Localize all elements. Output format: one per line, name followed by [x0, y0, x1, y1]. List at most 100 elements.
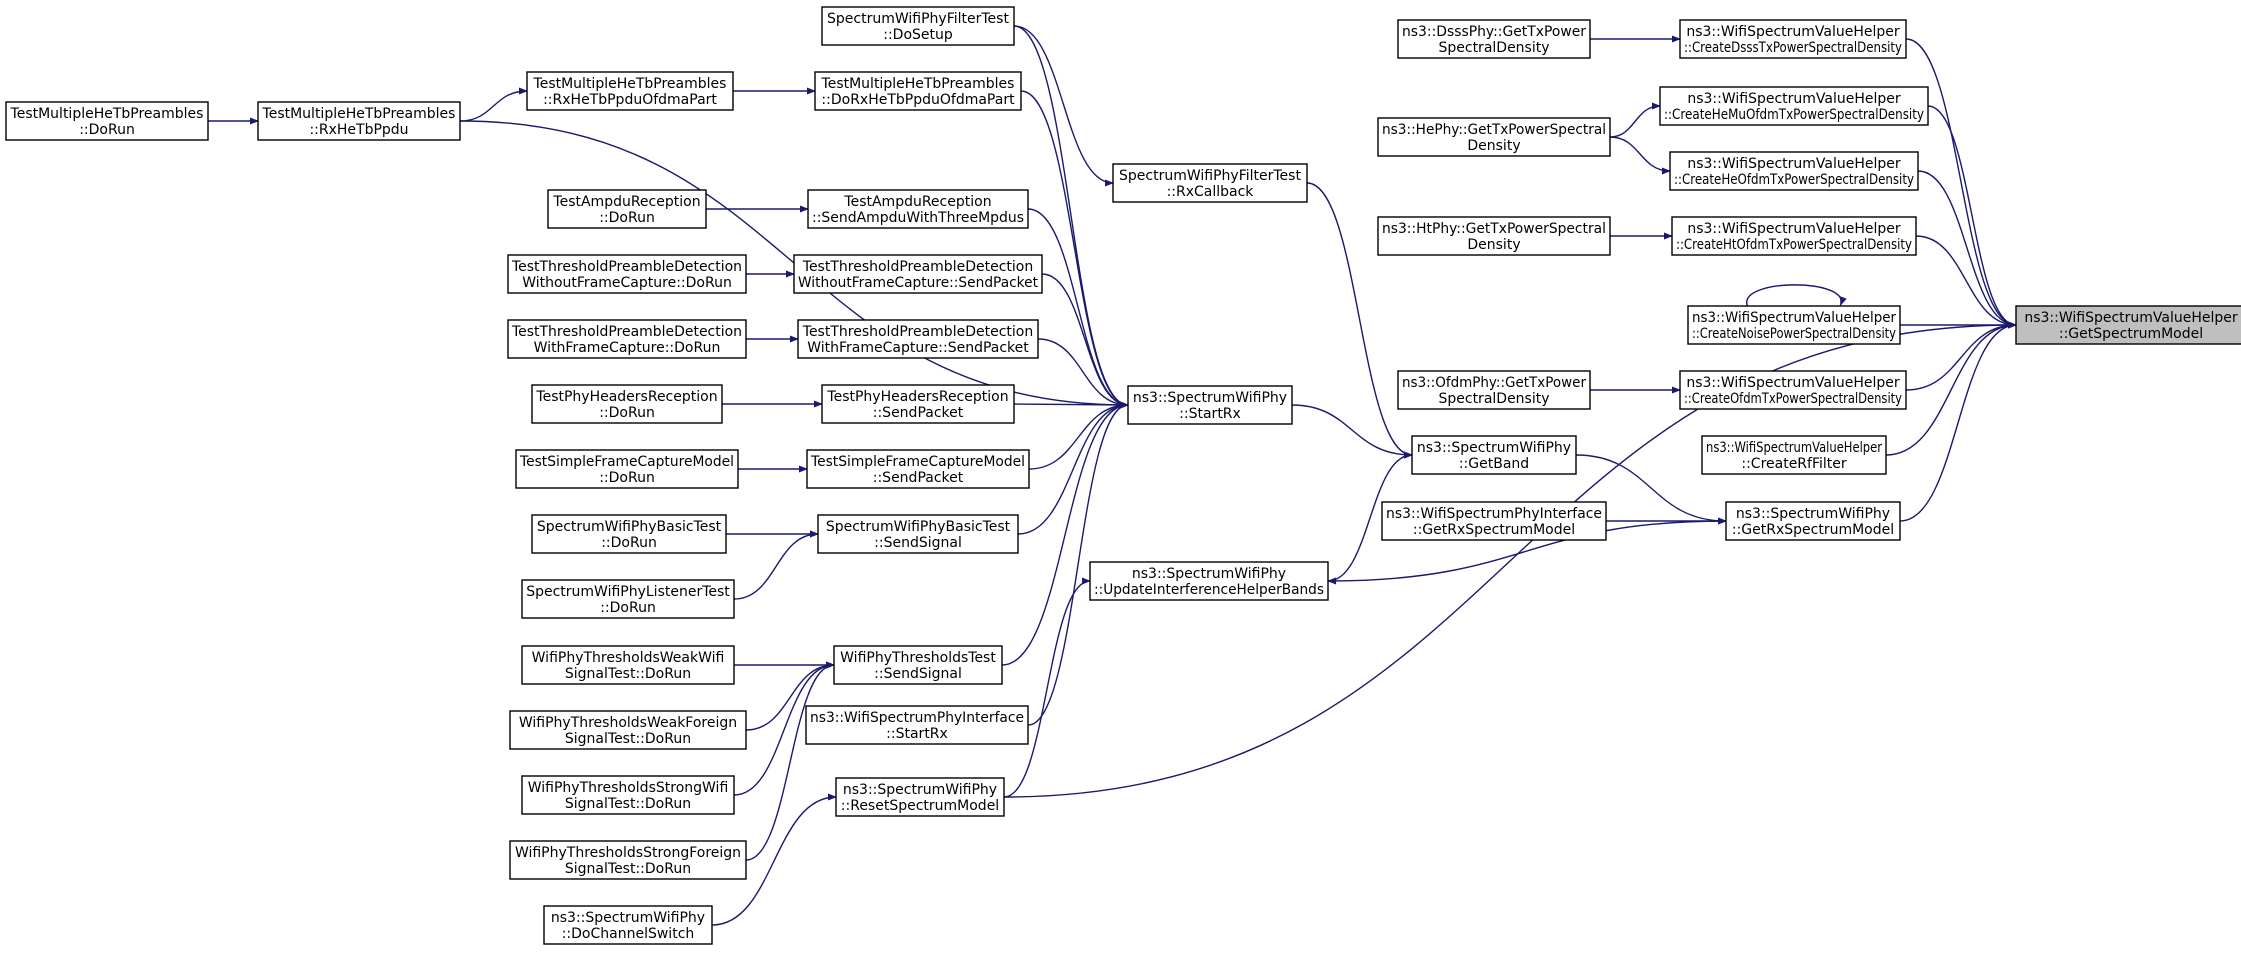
- node-label-line: ::GetBand: [1459, 456, 1529, 472]
- node-dorxhetb[interactable]: TestMultipleHeTbPreambles::DoRxHeTbPpduO…: [814, 71, 1022, 111]
- node-rxhetbppdu[interactable]: TestMultipleHeTbPreambles::RxHeTbPpdu: [257, 101, 461, 141]
- node-strongwifi[interactable]: WifiPhyThresholdsStrongWifiSignalTest::D…: [521, 775, 735, 815]
- edge-tpdwithoutsend-to-startrx: [1041, 273, 1129, 409]
- node-tpdwithoutsend[interactable]: TestThresholdPreambleDetectionWithoutFra…: [793, 254, 1043, 294]
- node-basicsendsignal[interactable]: SpectrumWifiPhyBasicTest::SendSignal: [817, 514, 1019, 554]
- node-tpdwithoutdorun[interactable]: TestThresholdPreambleDetectionWithoutFra…: [507, 254, 747, 294]
- node-box: [805, 705, 1029, 745]
- node-box: [531, 384, 723, 424]
- node-box: [1679, 370, 1907, 410]
- node-label-line: ns3::WifiSpectrumPhyInterface: [810, 710, 1024, 726]
- node-box: [797, 319, 1039, 359]
- node-box: [507, 254, 747, 294]
- node-channelswitch[interactable]: ns3::SpectrumWifiPhy::DoChannelSwitch: [543, 905, 713, 945]
- node-listenerdorun[interactable]: SpectrumWifiPhyListenerTest::DoRun: [521, 579, 735, 619]
- edges: [208, 25, 2017, 926]
- node-label-line: ::CreateRfFilter: [1741, 456, 1847, 472]
- node-label-line: ns3::DsssPhy::GetTxPower: [1402, 24, 1586, 40]
- node-label-line: TestThresholdPreambleDetection: [802, 324, 1033, 340]
- node-label-line: WifiPhyThresholdsStrongWifi: [528, 780, 729, 796]
- edge-strongforeign-to-thresholdssendsignal: [745, 661, 835, 861]
- node-strongforeign[interactable]: WifiPhyThresholdsStrongForeignSignalTest…: [509, 840, 747, 880]
- node-label-line: ::CreateDsssTxPowerSpectralDensity: [1684, 40, 1902, 56]
- edge-hegettx-to-createhemu: [1609, 102, 1661, 138]
- node-thresholdssendsignal[interactable]: WifiPhyThresholdsTest::SendSignal: [833, 645, 1003, 685]
- node-box: [1397, 370, 1591, 410]
- node-label-line: ns3::WifiSpectrumValueHelper: [1686, 375, 1900, 391]
- node-box: [507, 319, 747, 359]
- node-label-line: ns3::SpectrumWifiPhy: [1133, 390, 1287, 406]
- node-createofdm[interactable]: ns3::WifiSpectrumValueHelper::CreateOfdm…: [1679, 370, 1907, 410]
- edge-updatebands-to-getband: [1327, 451, 1413, 582]
- node-label-line: SpectrumWifiPhyListenerTest: [526, 584, 730, 600]
- node-getspectrummodel[interactable]: ns3::WifiSpectrumValueHelper::GetSpectru…: [2015, 305, 2241, 345]
- node-ampdudorun[interactable]: TestAmpduReception::DoRun: [547, 189, 707, 229]
- node-createnoise[interactable]: ns3::WifiSpectrumValueHelper::CreateNois…: [1687, 305, 1901, 345]
- node-simplesend[interactable]: TestSimpleFrameCaptureModel::SendPacket: [806, 449, 1030, 489]
- node-resetspectrummodel[interactable]: ns3::SpectrumWifiPhy::ResetSpectrumModel: [835, 777, 1005, 817]
- node-multihedorun[interactable]: TestMultipleHeTbPreambles::DoRun: [5, 101, 209, 141]
- edge-strongwifi-to-thresholdssendsignal: [733, 661, 835, 796]
- node-label-line: ::UpdateInterferenceHelperBands: [1094, 582, 1324, 598]
- node-label-line: ::RxCallback: [1167, 184, 1255, 200]
- node-rxhetbofdma[interactable]: TestMultipleHeTbPreambles::RxHeTbPpduOfd…: [526, 71, 734, 111]
- node-label-line: ns3::WifiSpectrumValueHelper: [1692, 310, 1896, 326]
- node-label-line: ns3::WifiSpectrumValueHelper: [1687, 91, 1901, 107]
- node-label-line: ::DoRun: [600, 600, 656, 616]
- node-label-line: SignalTest::DoRun: [565, 796, 691, 812]
- node-box: [1127, 385, 1293, 425]
- node-label-line: ns3::HtPhy::GetTxPowerSpectral: [1382, 221, 1606, 237]
- node-tpdwithdorun[interactable]: TestThresholdPreambleDetectionWithFrameC…: [507, 319, 747, 359]
- node-ifacegetrx[interactable]: ns3::WifiSpectrumPhyInterface::GetRxSpec…: [1381, 501, 1607, 541]
- node-label-line: Density: [1467, 138, 1520, 154]
- node-box: [814, 71, 1022, 111]
- node-label-line: ::DoRun: [599, 210, 655, 226]
- node-ampdusend[interactable]: TestAmpduReception::SendAmpduWithThreeMp…: [807, 189, 1029, 229]
- node-label-line: SpectrumWifiPhyFilterTest: [827, 11, 1009, 27]
- edge-tpdwithsend-to-startrx: [1037, 338, 1129, 409]
- node-label-line: TestMultipleHeTbPreambles: [262, 106, 456, 122]
- node-createheofdm[interactable]: ns3::WifiSpectrumValueHelper::CreateHeOf…: [1669, 151, 1919, 191]
- node-label-line: WifiPhyThresholdsWeakForeign: [519, 715, 737, 731]
- node-createdsss[interactable]: ns3::WifiSpectrumValueHelper::CreateDsss…: [1679, 19, 1907, 59]
- node-box: [521, 775, 735, 815]
- edge-resetspectrummodel-to-updatebands: [1003, 577, 1091, 798]
- node-headersdorun[interactable]: TestPhyHeadersReception::DoRun: [531, 384, 723, 424]
- node-box: [531, 514, 727, 554]
- node-label-line: ::SendSignal: [874, 666, 962, 682]
- edge-weakforeign-to-thresholdssendsignal: [745, 661, 835, 731]
- node-startrx[interactable]: ns3::SpectrumWifiPhy::StartRx: [1127, 385, 1293, 425]
- edge-createdsss-to-getspectrummodel: [1905, 38, 2017, 329]
- node-box: [1377, 117, 1611, 157]
- node-getrxspectrummodel[interactable]: ns3::SpectrumWifiPhy::GetRxSpectrumModel: [1725, 501, 1901, 541]
- edge-createheofdm-to-getspectrummodel: [1917, 170, 2017, 329]
- node-label-line: ns3::SpectrumWifiPhy: [551, 910, 705, 926]
- node-basicdorun[interactable]: SpectrumWifiPhyBasicTest::DoRun: [531, 514, 727, 554]
- node-weakforeign[interactable]: WifiPhyThresholdsWeakForeignSignalTest::…: [509, 710, 747, 750]
- node-getband[interactable]: ns3::SpectrumWifiPhy::GetBand: [1411, 435, 1577, 475]
- node-rxcallback[interactable]: SpectrumWifiPhyFilterTest::RxCallback: [1112, 163, 1308, 203]
- edge-createrf-to-getspectrummodel: [1885, 321, 2017, 456]
- node-ifacestartrx[interactable]: ns3::WifiSpectrumPhyInterface::StartRx: [805, 705, 1029, 745]
- node-createhtofdm[interactable]: ns3::WifiSpectrumValueHelper::CreateHtOf…: [1671, 216, 1917, 256]
- node-weakwifi[interactable]: WifiPhyThresholdsWeakWifiSignalTest::DoR…: [521, 645, 735, 685]
- node-label-line: ns3::WifiSpectrumValueHelper: [1706, 440, 1882, 456]
- node-createhemu[interactable]: ns3::WifiSpectrumValueHelper::CreateHeMu…: [1659, 86, 1929, 126]
- node-createrf[interactable]: ns3::WifiSpectrumValueHelper::CreateRfFi…: [1701, 435, 1887, 475]
- node-simpledorun[interactable]: TestSimpleFrameCaptureModel::DoRun: [515, 449, 739, 489]
- node-label-line: ::CreateHeOfdmTxPowerSpectralDensity: [1674, 172, 1914, 188]
- node-box: [1397, 19, 1591, 59]
- node-label-line: ::SendPacket: [873, 470, 964, 486]
- node-label-line: ::DoRxHeTbPpduOfdmaPart: [821, 92, 1015, 108]
- node-tpdwithsend[interactable]: TestThresholdPreambleDetectionWithFrameC…: [797, 319, 1039, 359]
- node-label-line: TestMultipleHeTbPreambles: [533, 76, 727, 92]
- edge-createnoise-to-createnoise: [1746, 284, 1847, 307]
- node-updatebands[interactable]: ns3::SpectrumWifiPhy::UpdateInterference…: [1089, 561, 1329, 601]
- node-filtersetup[interactable]: SpectrumWifiPhyFilterTest::DoSetup: [821, 6, 1015, 46]
- node-headerssend[interactable]: TestPhyHeadersReception::SendPacket: [821, 384, 1015, 424]
